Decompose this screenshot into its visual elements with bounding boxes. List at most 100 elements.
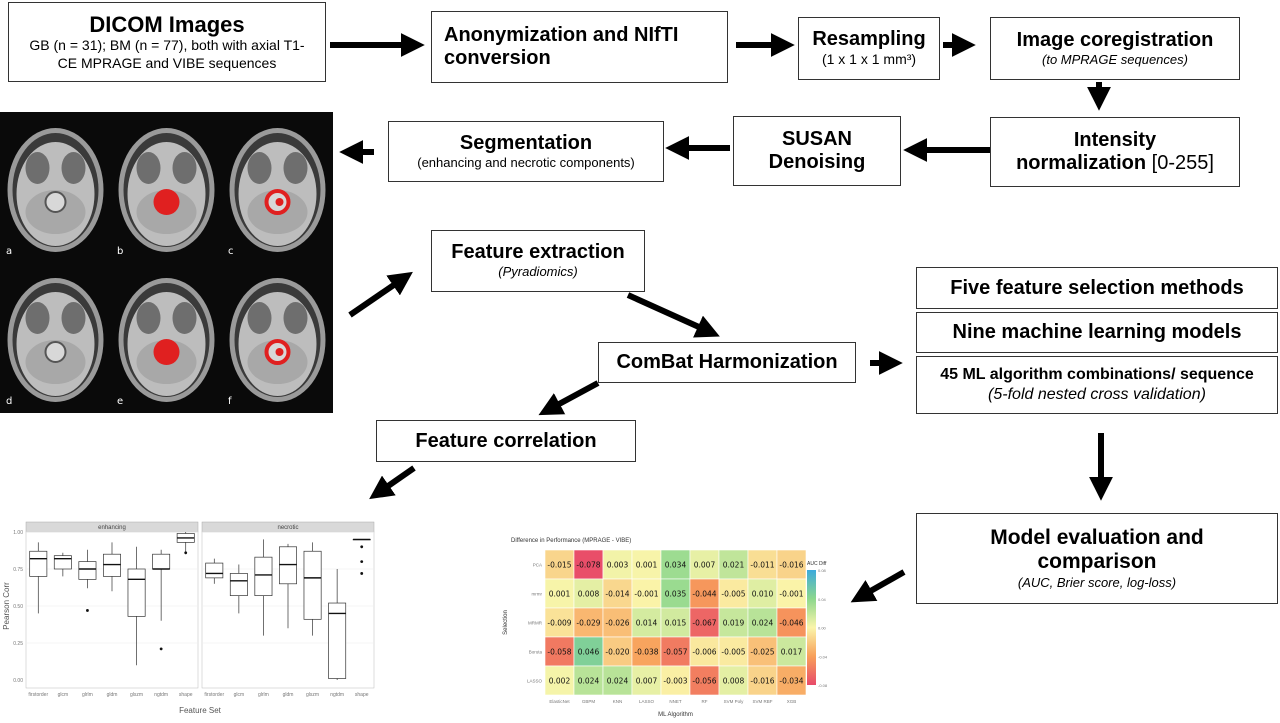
heatmap-cell (718, 578, 749, 609)
iqr-box (279, 546, 297, 585)
feature-selection-title: Five feature selection methods (950, 276, 1244, 299)
boxplot-xtick: firstorder (204, 692, 224, 698)
temporal-lobe-right (172, 302, 197, 334)
arrow-evaluation-heatmap (850, 569, 906, 603)
mri-slice-c: c (228, 128, 326, 257)
heatmap-cell (747, 549, 778, 580)
heatmap-row-label: Boruta (529, 650, 543, 655)
coregistration-box: Image coregistration (to MPRAGE sequence… (990, 17, 1240, 80)
mri-label-a: a (6, 246, 12, 257)
heatmap-value: -0.001 (634, 590, 658, 599)
tumor-mask (153, 339, 180, 365)
facet-title-necrotic: necrotic (277, 525, 298, 531)
dicom-images-box: DICOM Images GB (n = 31); BM (n = 77), b… (8, 2, 326, 82)
heatmap-value: -0.009 (547, 619, 571, 628)
mri-slice-b: b (117, 128, 215, 257)
heatmap-xlabel: ML Algorithm (658, 712, 693, 718)
box-enhancing-gldm (103, 542, 121, 592)
heatmap-value: -0.034 (779, 677, 803, 686)
temporal-lobe-left (247, 152, 272, 184)
outlier-point (184, 551, 188, 555)
heatmap-value: 0.034 (665, 561, 687, 570)
model-evaluation-box: Model evaluation and comparison (AUC, Br… (916, 513, 1278, 604)
box-necrotic-glszm (303, 542, 322, 636)
boxplot-xtick: glcm (58, 692, 69, 698)
lesion (44, 191, 67, 213)
boxplot-xtick: ngtdm (154, 692, 168, 698)
mri-slice-e: e (117, 278, 215, 407)
anonymization-title: Anonymization and NIfTI conversion (444, 24, 679, 69)
susan-title2: Denoising (768, 151, 866, 173)
heatmap-cell (631, 665, 662, 696)
heatmap-value: 0.024 (752, 619, 774, 628)
heatmap-cell (776, 636, 807, 667)
iqr-box (78, 561, 97, 580)
heatmap-cell (747, 665, 778, 696)
box-necrotic-shape (352, 538, 371, 575)
iqr-box (29, 550, 48, 577)
heatmap-row-label: PCA (533, 563, 542, 568)
heatmap-col-label: RF (702, 699, 708, 704)
heatmap-chart: Difference in Performance (MPRAGE - VIBE… (503, 538, 828, 718)
heatmap-col-label: NNET (669, 699, 682, 704)
performance-heatmap-figure: Difference in Performance (MPRAGE - VIBE… (497, 530, 840, 718)
resampling-sub: (1 x 1 x 1 mm³) (821, 51, 917, 68)
heatmap-cell (660, 578, 691, 609)
boxplot-xtick: gldm (107, 692, 118, 698)
heatmap-col-label: ElasticNet (549, 699, 570, 704)
heatmap-cell (573, 665, 604, 696)
coregistration-sub: (to MPRAGE sequences) (1042, 51, 1188, 67)
heatmap-col-label: GBPM (582, 699, 596, 704)
boxplot-ytick: 1.00 (13, 530, 23, 536)
heatmap-cell (660, 607, 691, 638)
feature-extraction-sub: (Pyradiomics) (498, 264, 578, 280)
heatmap-cell (776, 578, 807, 609)
boxplot-xlabel: Feature Set (179, 706, 222, 715)
intensity-title1: Intensity (1073, 129, 1157, 151)
dicom-sub2: CE MPRAGE and VIBE sequences (57, 54, 277, 71)
heatmap-value: 0.024 (578, 677, 600, 686)
mri-slice-a: a (6, 128, 104, 257)
heatmap-value: 0.021 (723, 561, 745, 570)
heatmap-cell (747, 607, 778, 638)
temporal-lobe-right (61, 302, 86, 334)
mri-slice-d: d (6, 278, 104, 407)
boxplot-xtick: ngtdm (330, 692, 344, 698)
boxplot-xtick: glrlm (82, 692, 93, 698)
mri-label-c: c (228, 246, 234, 257)
outlier-point (159, 647, 163, 651)
feature-selection-box: Five feature selection methods (916, 267, 1278, 309)
heatmap-legend-tick: -0.08 (818, 683, 828, 688)
iqr-box (127, 568, 146, 617)
iqr-box (103, 553, 121, 577)
heatmap-value: -0.005 (721, 590, 745, 599)
heatmap-ylabel: Selection (503, 610, 509, 635)
mri-label-d: d (6, 396, 12, 407)
heatmap-col-label: SVM Poly (724, 699, 745, 704)
box-necrotic-glcm (229, 564, 248, 614)
heatmap-value: 0.008 (578, 590, 600, 599)
mri-label-e: e (117, 396, 123, 407)
dicom-title: DICOM Images (89, 11, 245, 37)
boxplot-xtick: glrlm (258, 692, 269, 698)
heatmap-value: -0.015 (547, 561, 571, 570)
heatmap-value: -0.044 (692, 590, 716, 599)
boxplot-xtick: glszm (130, 692, 143, 698)
box-enhancing-glszm (127, 546, 146, 666)
heatmap-legend-tick: -0.04 (818, 654, 828, 659)
heatmap-value: 0.007 (636, 677, 658, 686)
heatmap-cell (689, 607, 720, 638)
heatmap-cell (718, 636, 749, 667)
heatmap-value: -0.026 (605, 619, 629, 628)
heatmap-cell (544, 607, 575, 638)
heatmap-value: 0.035 (665, 590, 687, 599)
tumor-mask (153, 189, 180, 215)
boxplot-xtick: glcm (234, 692, 245, 698)
mri-label-b: b (117, 246, 123, 257)
heatmap-legend-tick: 0.00 (818, 626, 827, 631)
box-enhancing-shape (176, 532, 195, 555)
boxplot-xtick: shape (179, 692, 193, 698)
heatmap-cell (776, 607, 807, 638)
boxplot-xtick: glszm (306, 692, 319, 698)
